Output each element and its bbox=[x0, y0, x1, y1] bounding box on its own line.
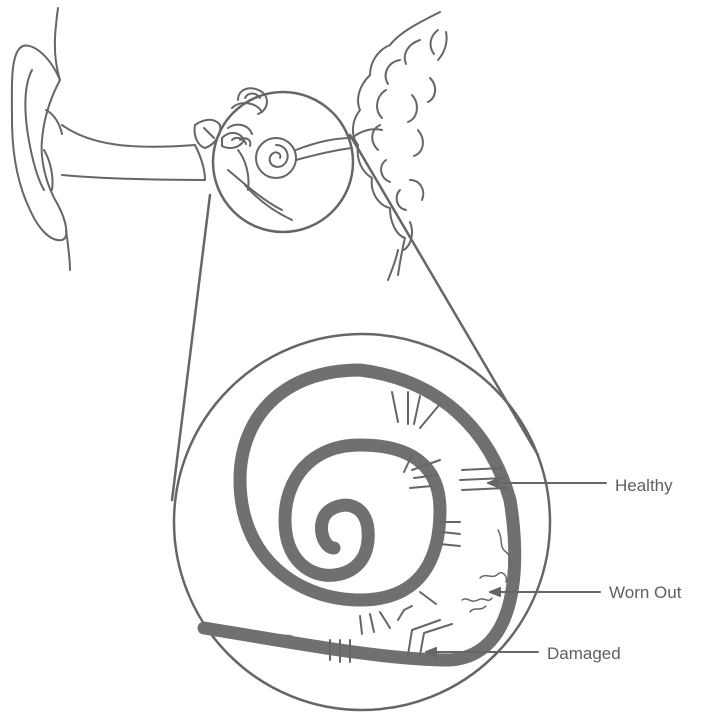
label-damaged: Damaged bbox=[547, 645, 621, 662]
inner-ear-small bbox=[228, 88, 352, 220]
label-worn-out: Worn Out bbox=[609, 584, 681, 601]
outer-ear bbox=[12, 46, 67, 241]
zoom-source-circle bbox=[213, 92, 353, 232]
label-healthy: Healthy bbox=[615, 477, 673, 494]
brain bbox=[353, 12, 447, 280]
auditory-nerve bbox=[352, 129, 382, 138]
zoom-line-left bbox=[172, 195, 210, 500]
hair-cells-healthy bbox=[392, 392, 506, 546]
ear-canal bbox=[62, 125, 205, 180]
